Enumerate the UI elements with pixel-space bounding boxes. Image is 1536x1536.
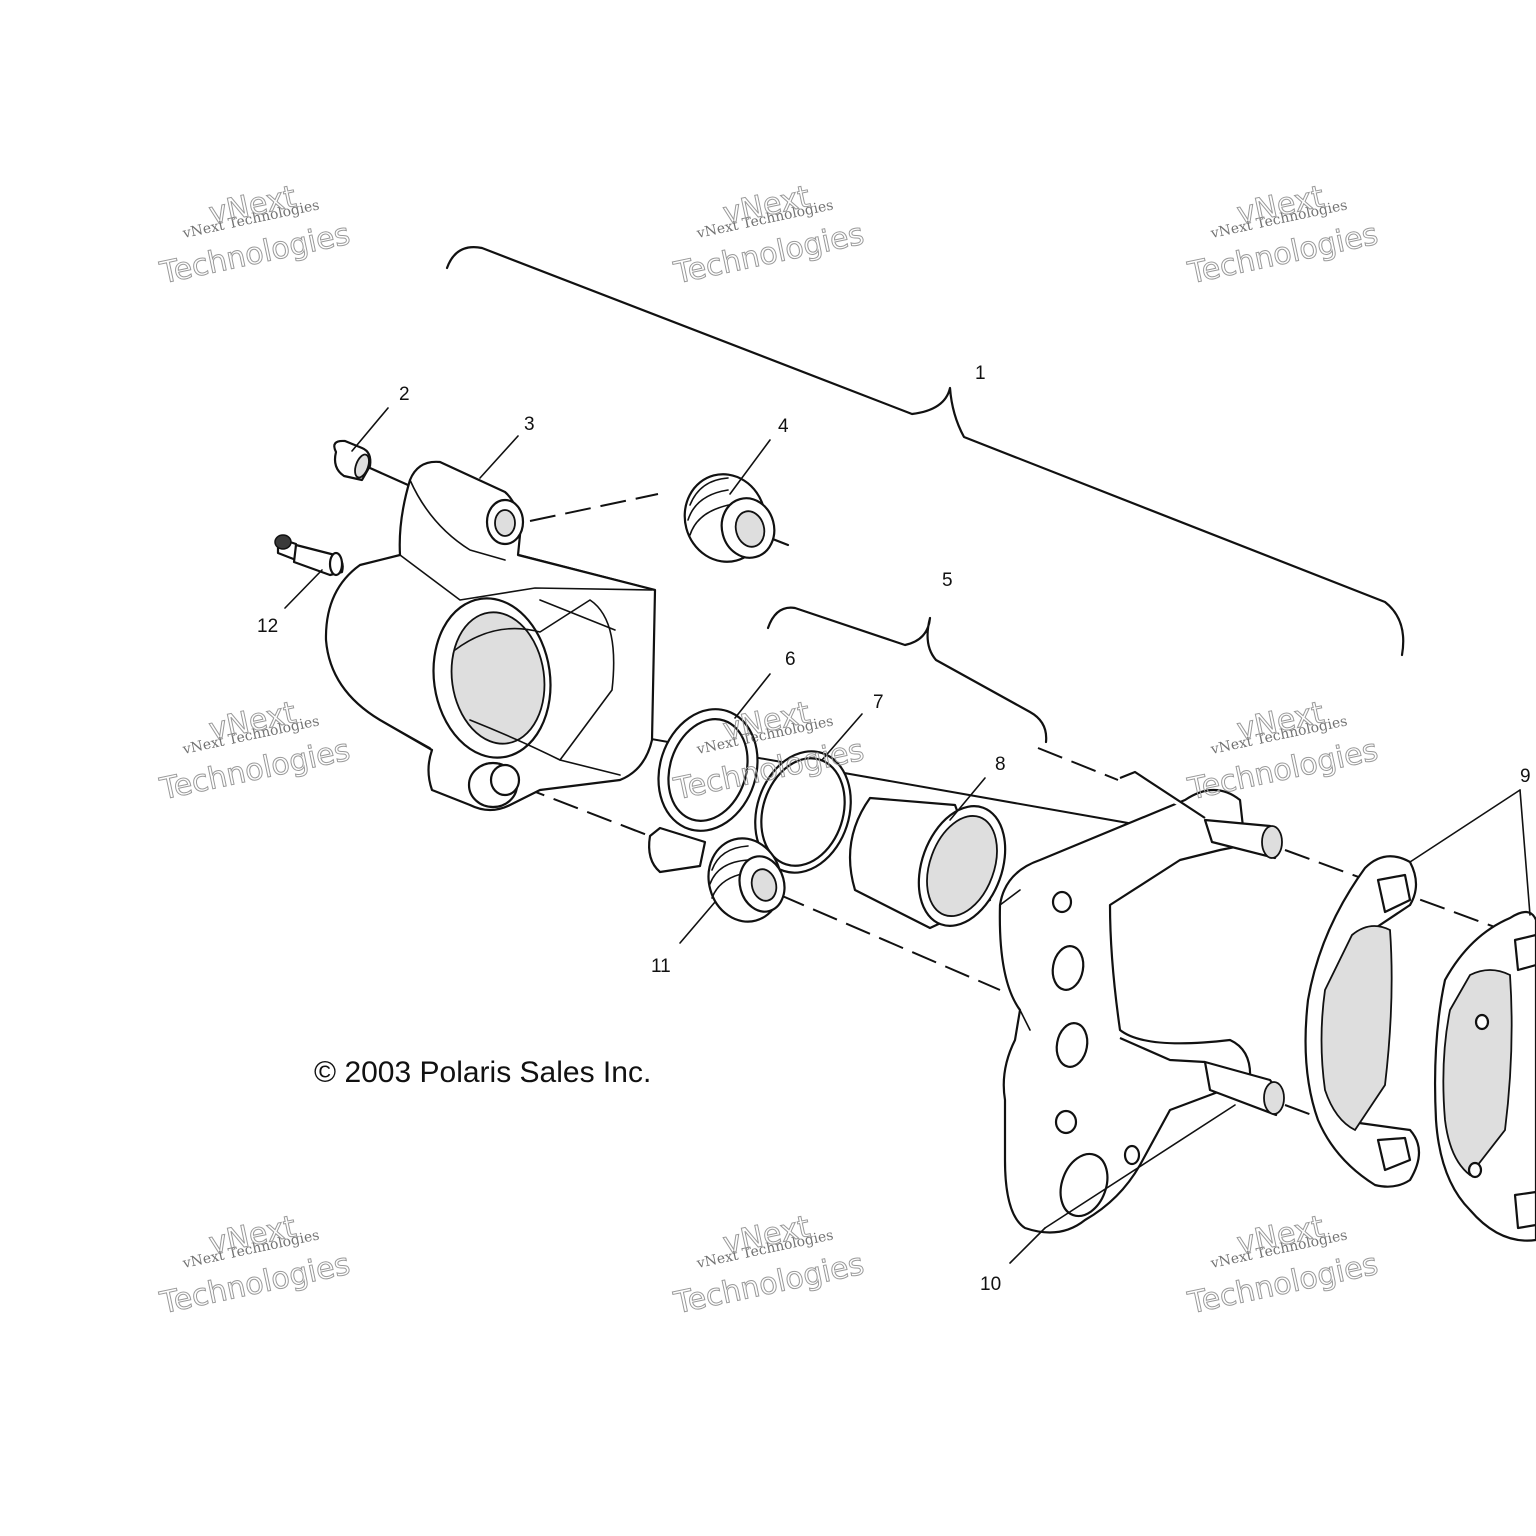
callout-1: 1 xyxy=(975,363,986,384)
watermark-6: vNext Technologies vNext Technologies xyxy=(1184,695,1382,808)
part-4-boot xyxy=(683,473,776,563)
watermark-4: vNext Technologies vNext Technologies xyxy=(156,695,354,808)
axis-line-bleeder xyxy=(529,493,659,522)
axis-line-lower xyxy=(519,785,661,841)
watermark-3: vNext Technologies vNext Technologies xyxy=(1184,179,1382,292)
callout-10: 10 xyxy=(980,1274,1001,1295)
part-11-guide-pin xyxy=(648,826,786,923)
callout-3: 3 xyxy=(524,414,535,435)
part-6-seal xyxy=(657,708,759,832)
watermark-9: vNext Technologies vNext Technologies xyxy=(1184,1209,1382,1322)
callout-8: 8 xyxy=(995,754,1006,775)
part-12-bleeder-screw xyxy=(274,534,344,577)
part-3-caliper-body xyxy=(324,460,657,812)
callout-12: 12 xyxy=(257,616,278,637)
axis-line-lower-2 xyxy=(779,894,1001,991)
part-7-o-ring xyxy=(754,750,852,874)
part-10-bracket xyxy=(998,770,1285,1234)
bracket-5 xyxy=(766,606,1048,744)
callout-9: 9 xyxy=(1520,766,1531,787)
copyright-text: © 2003 Polaris Sales Inc. xyxy=(314,1056,651,1089)
watermark-8: vNext Technologies vNext Technologies xyxy=(670,1209,868,1322)
bracket-1 xyxy=(445,246,1405,657)
callout-11: 11 xyxy=(651,956,671,977)
callout-4: 4 xyxy=(778,416,789,437)
leader-lines xyxy=(284,407,1531,1264)
part-2-bleeder-cap xyxy=(333,439,372,482)
part-8-piston xyxy=(848,796,1007,930)
watermark-2: vNext Technologies vNext Technologies xyxy=(670,179,868,292)
callout-5: 5 xyxy=(942,570,953,591)
watermark-1: vNext Technologies vNext Technologies xyxy=(156,179,354,292)
callout-7: 7 xyxy=(873,692,884,713)
callout-2: 2 xyxy=(399,384,410,405)
axis-line-upper xyxy=(1037,747,1119,781)
watermark-7: vNext Technologies vNext Technologies xyxy=(156,1209,354,1322)
part-9-brake-pad-2 xyxy=(1433,910,1536,1242)
callout-6: 6 xyxy=(785,649,796,670)
part-9-brake-pad-1 xyxy=(1304,855,1421,1188)
